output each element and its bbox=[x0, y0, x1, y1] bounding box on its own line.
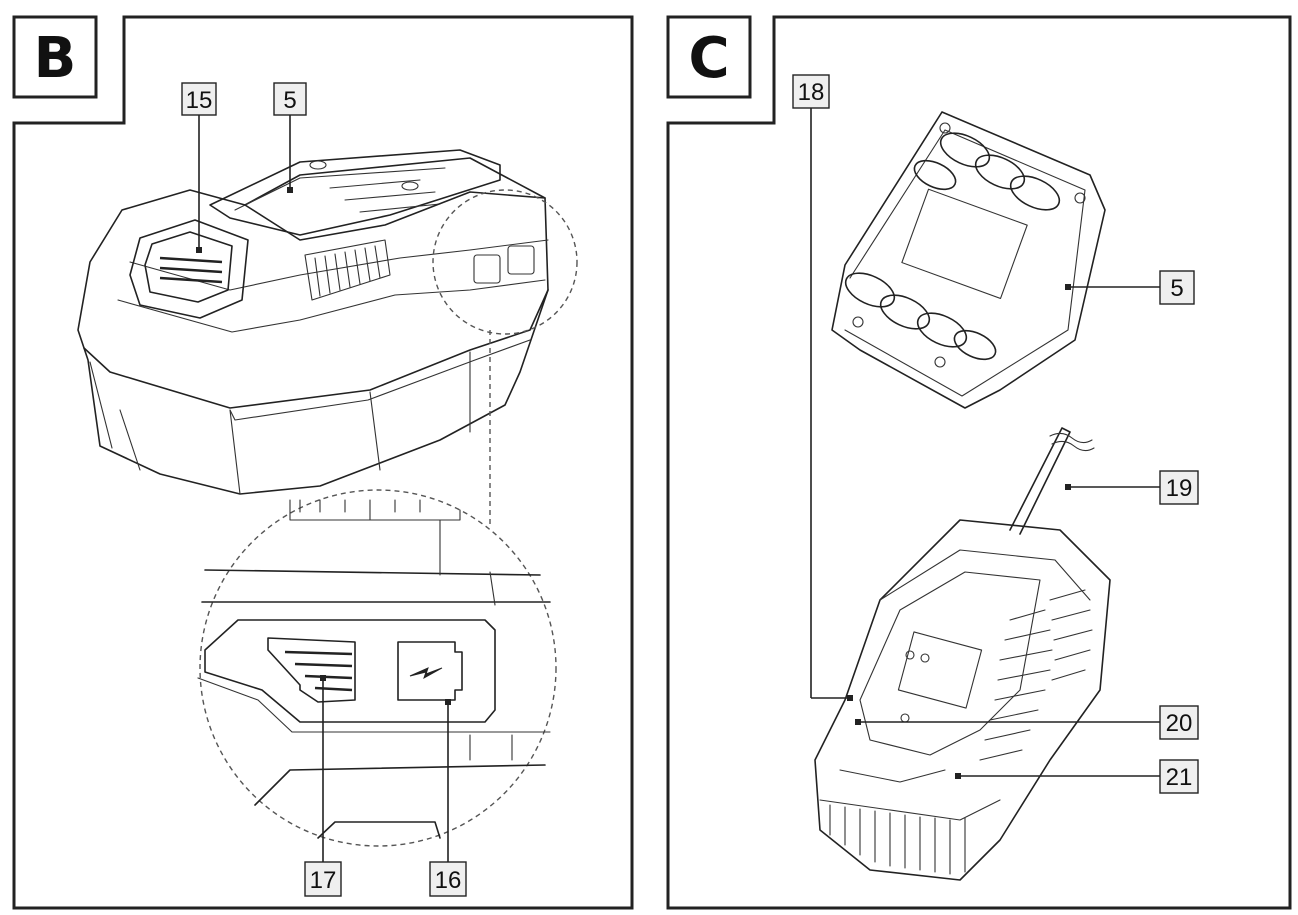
panel-b-frame bbox=[12, 15, 634, 910]
svg-text:5: 5 bbox=[1170, 275, 1183, 302]
callout-18: 18 bbox=[792, 74, 830, 109]
battery-level-icon bbox=[267, 637, 356, 703]
magnified-detail bbox=[197, 489, 557, 847]
callout-5-panel-b: 5 bbox=[273, 82, 307, 116]
panel-c-frame bbox=[666, 15, 1292, 910]
battery-contact-pads bbox=[844, 132, 1061, 361]
vent-grille bbox=[314, 245, 381, 297]
svg-text:15: 15 bbox=[186, 87, 213, 114]
callout-15: 15 bbox=[181, 82, 217, 116]
panel-b-letter: B bbox=[34, 26, 77, 91]
callout-17: 17 bbox=[304, 861, 342, 897]
svg-text:19: 19 bbox=[1166, 475, 1193, 502]
battery-pack bbox=[77, 149, 549, 495]
svg-text:16: 16 bbox=[435, 867, 462, 894]
svg-text:17: 17 bbox=[310, 867, 337, 894]
panel-b: B bbox=[12, 15, 634, 910]
detail-marker-circle bbox=[432, 189, 578, 335]
charger-cooling-fins bbox=[979, 589, 1093, 761]
svg-text:18: 18 bbox=[798, 79, 825, 106]
panel-b-letter-box bbox=[12, 15, 98, 99]
panel-c-letter-box bbox=[666, 15, 752, 99]
charge-status-icon bbox=[397, 641, 463, 701]
charger-front-grille bbox=[819, 799, 1001, 875]
svg-text:21: 21 bbox=[1166, 764, 1193, 791]
panel-c-letter: C bbox=[688, 26, 729, 91]
panel-c: C bbox=[666, 15, 1292, 910]
battery-underside bbox=[831, 111, 1106, 409]
charger bbox=[814, 427, 1111, 881]
svg-text:5: 5 bbox=[283, 87, 296, 114]
callout-5-panel-c: 5 bbox=[1159, 270, 1195, 305]
svg-text:20: 20 bbox=[1166, 710, 1193, 737]
callout-21: 21 bbox=[1159, 759, 1199, 794]
callout-16: 16 bbox=[429, 861, 467, 897]
callout-19: 19 bbox=[1159, 470, 1199, 505]
callout-20: 20 bbox=[1159, 705, 1199, 740]
